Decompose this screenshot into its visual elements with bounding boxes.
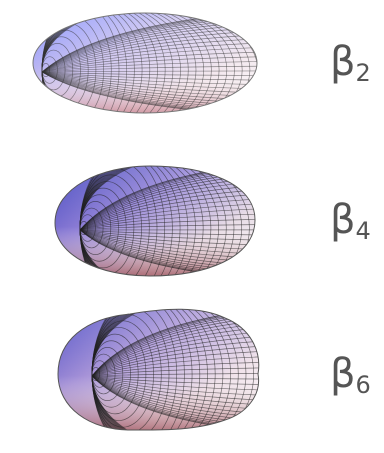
beta4-panel: β4 xyxy=(0,148,384,288)
beta6-panel: β6 xyxy=(0,296,384,446)
beta6-label: β6 xyxy=(330,354,371,394)
beta2-label: β2 xyxy=(330,42,371,82)
beta4-ellipsoid-shape xyxy=(0,148,300,288)
beta2-panel: β2 xyxy=(0,0,384,140)
beta4-label: β4 xyxy=(330,200,371,240)
beta2-ellipsoid-shape xyxy=(0,0,300,140)
beta6-ellipsoid-shape xyxy=(0,296,300,446)
